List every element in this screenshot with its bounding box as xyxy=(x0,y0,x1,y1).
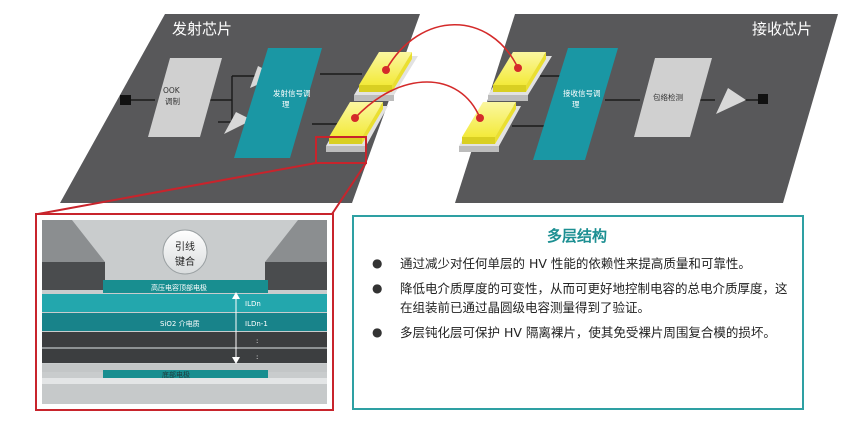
receive-chip: 接收芯片 接收信号调 理 包络检测 xyxy=(455,14,838,203)
top-electrode xyxy=(103,280,268,293)
zoom-source-rect xyxy=(315,136,367,164)
info-bullet: ● 降低电介质厚度的可变性，从而可更好地控制电容的总电介质厚度，这在组装前已通过晶… xyxy=(364,279,790,317)
info-title: 多层结构 xyxy=(546,227,607,245)
bond-pads xyxy=(351,64,522,122)
driver-label-2: 理 xyxy=(282,100,290,109)
layer-dots-2: : xyxy=(256,353,258,361)
bond-label-2: 键合 xyxy=(175,255,195,268)
receiver-label: 接收信号调 xyxy=(563,88,601,98)
bond-wire-bottom xyxy=(354,81,481,119)
bottom-electrode-label: 底部电极 xyxy=(162,370,190,379)
receiver-label-2: 理 xyxy=(572,100,580,109)
buffer-triangle-bottom xyxy=(224,112,252,134)
info-bullet: ● 通过减少对任何单层的 HV 性能的依赖性来提高质量和可靠性。 xyxy=(364,254,790,273)
ook-modulation-block xyxy=(148,58,222,137)
capacitors xyxy=(326,52,552,152)
top-electrode-label: 高压电容顶部电极 xyxy=(151,283,207,292)
receive-output-pin xyxy=(758,94,768,104)
driver-label: 发射信号调 xyxy=(273,88,311,98)
sio2-label: SiO2 介电质 xyxy=(160,319,200,328)
transmit-chip-panel xyxy=(60,14,420,203)
bottom-electrode xyxy=(103,370,268,378)
ildn1-label: ILDn-1 xyxy=(245,320,268,328)
layer-dots-1: : xyxy=(256,337,258,345)
bond-wire-top xyxy=(385,24,519,71)
receive-signal-conditioning-block xyxy=(533,48,618,160)
ook-label: OOK xyxy=(163,86,181,95)
bullet-dot-icon: ● xyxy=(372,281,383,295)
receive-wires xyxy=(512,75,760,127)
sio2-layer xyxy=(42,313,327,331)
transmit-chip-title: 发射芯片 xyxy=(172,20,232,38)
bullet-dot-icon: ● xyxy=(372,256,383,270)
receive-chip-title: 接收芯片 xyxy=(752,20,812,38)
info-bullet-list: ● 通过减少对任何单层的 HV 性能的依赖性来提高质量和可靠性。 ● 降低电介质厚度… xyxy=(364,254,790,342)
info-bullet-text: 通过减少对任何单层的 HV 性能的依赖性来提高质量和可靠性。 xyxy=(400,256,751,271)
transmit-chip: 发射芯片 OOK 调制 发射信号调 理 xyxy=(60,14,420,203)
transmit-input-pin xyxy=(120,95,131,105)
ildn-label: ILDn xyxy=(245,300,261,308)
envelope-label: 包络检测 xyxy=(653,92,683,102)
bullet-dot-icon: ● xyxy=(372,325,383,339)
capacitor-rx-top xyxy=(488,52,552,101)
multilayer-info-box: 多层结构 ● 通过减少对任何单层的 HV 性能的依赖性来提高质量和可靠性。 ● 降低… xyxy=(352,215,804,410)
info-bullet-text: 降低电介质厚度的可变性，从而可更好地控制电容的总电介质厚度，这在组装前已通过晶圆… xyxy=(400,281,788,315)
info-bullet-text: 多层钝化层可保护 HV 隔离裸片，使其免受裸片周围复合模的损坏。 xyxy=(400,325,776,340)
info-bullet: ● 多层钝化层可保护 HV 隔离裸片，使其免受裸片周围复合模的损坏。 xyxy=(364,323,790,342)
output-buffer-triangle xyxy=(716,88,746,114)
bond-label: 引线 xyxy=(175,240,195,253)
envelope-detection-block xyxy=(634,58,712,137)
bond-wires xyxy=(354,24,519,119)
capacitor-rx-bottom xyxy=(459,102,521,152)
wire-bond-ball xyxy=(162,229,208,275)
transmit-signal-conditioning-block xyxy=(234,48,322,158)
ildn-layer xyxy=(42,294,327,312)
zoom-callout xyxy=(37,136,367,215)
cross-section: 引线 键合 高压电容顶部电极 ILDn SiO2 介电质 ILDn-1 : : … xyxy=(35,213,334,411)
ook-label-2: 调制 xyxy=(165,96,180,106)
